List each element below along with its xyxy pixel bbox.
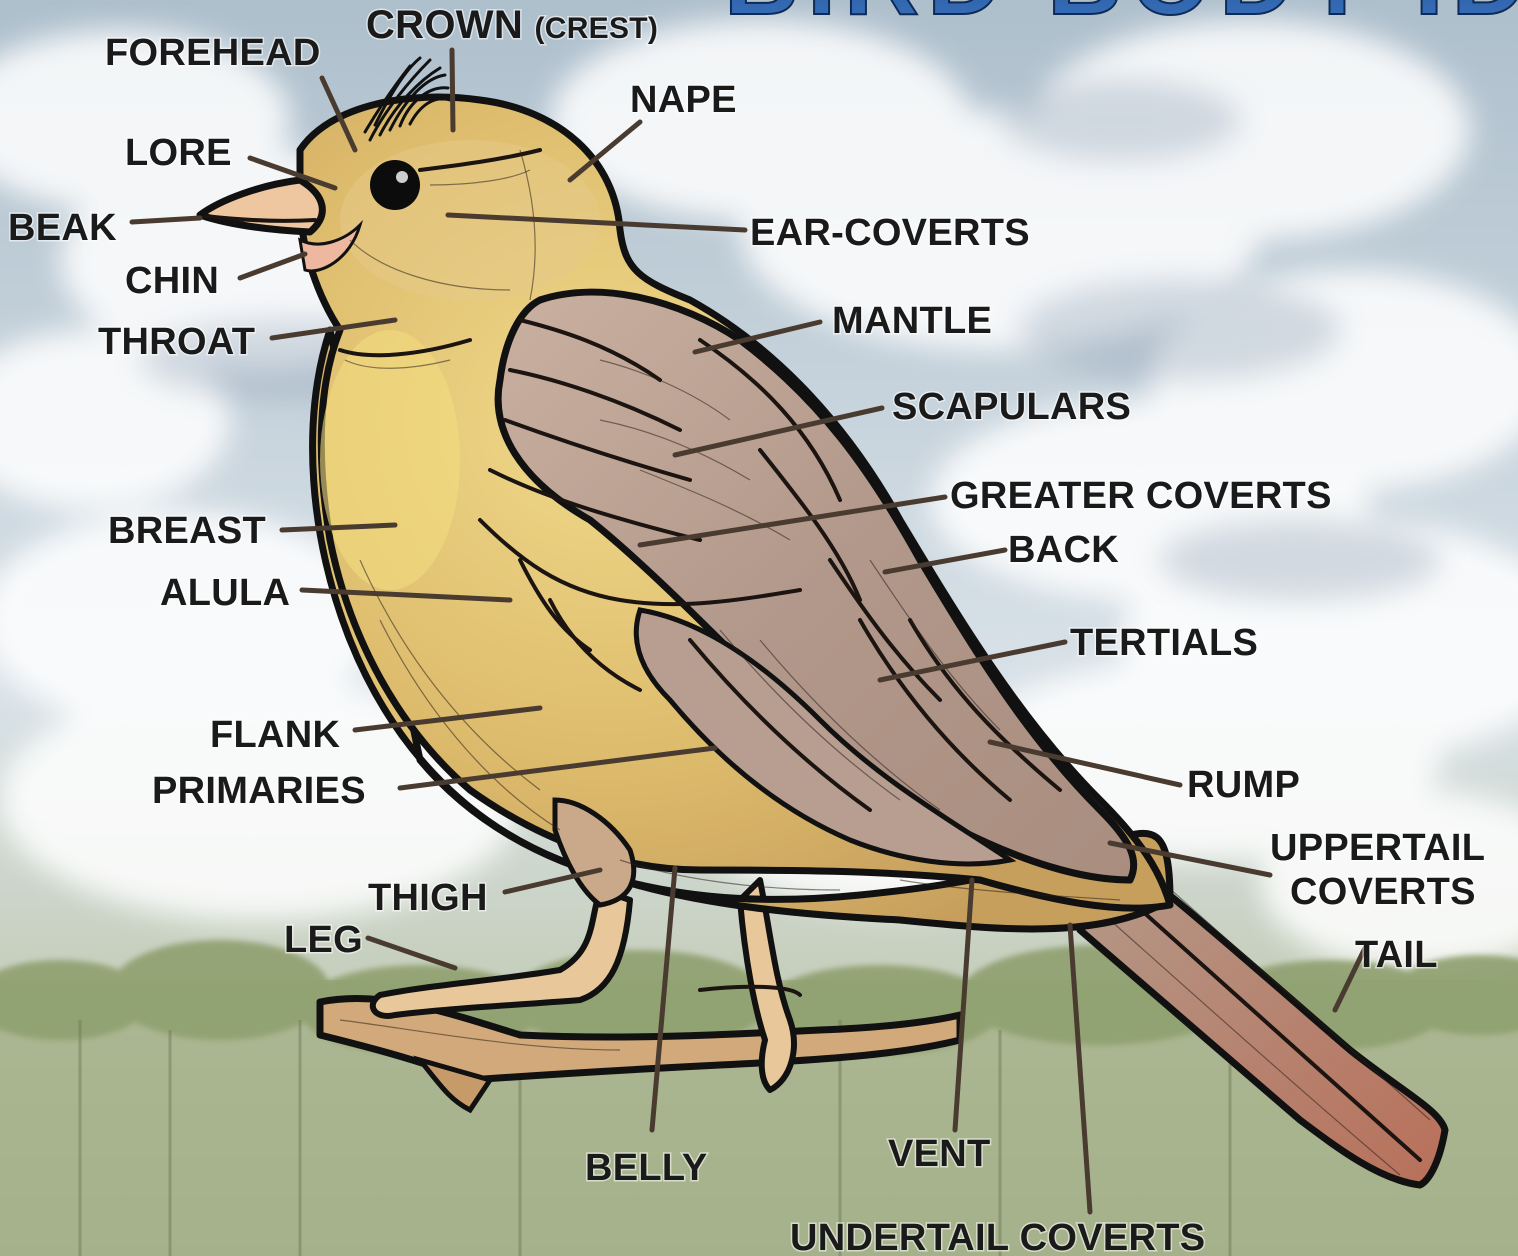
label-flank: FLANK: [210, 714, 341, 756]
label-throat: THROAT: [98, 321, 255, 363]
breast-shading: [320, 330, 460, 590]
eye: [370, 160, 420, 210]
label-uppertail-coverts-line2: COVERTS: [1290, 871, 1476, 913]
label-uppertail-coverts-line1: UPPERTAIL: [1270, 827, 1485, 869]
label-thigh: THIGH: [368, 877, 488, 919]
label-chin: CHIN: [125, 260, 219, 302]
label-leg: LEG: [284, 919, 363, 961]
leader-crown: [452, 50, 453, 130]
label-vent: VENT: [888, 1133, 991, 1175]
label-alula: ALULA: [160, 572, 290, 614]
label-primaries: PRIMARIES: [152, 770, 366, 812]
label-beak: BEAK: [8, 207, 117, 249]
label-belly: BELLY: [585, 1147, 708, 1189]
label-scapulars: SCAPULARS: [892, 386, 1131, 428]
label-back: BACK: [1008, 529, 1119, 571]
label-mantle: MANTLE: [832, 300, 992, 342]
label-tail: TAIL: [1355, 934, 1438, 976]
label-nape: NAPE: [630, 79, 737, 121]
label-breast: BREAST: [108, 510, 266, 552]
label-rump: RUMP: [1187, 764, 1300, 806]
label-forehead: FOREHEAD: [105, 32, 321, 74]
label-undertail-coverts: UNDERTAIL COVERTS: [790, 1217, 1205, 1256]
label-greater-coverts: GREATER COVERTS: [950, 475, 1332, 517]
label-tertials: TERTIALS: [1070, 622, 1258, 664]
diagram-title: BIRD BODY ID: [724, 0, 1518, 37]
label-ear-coverts: EAR-COVERTS: [750, 212, 1030, 254]
label-lore: LORE: [125, 132, 232, 174]
